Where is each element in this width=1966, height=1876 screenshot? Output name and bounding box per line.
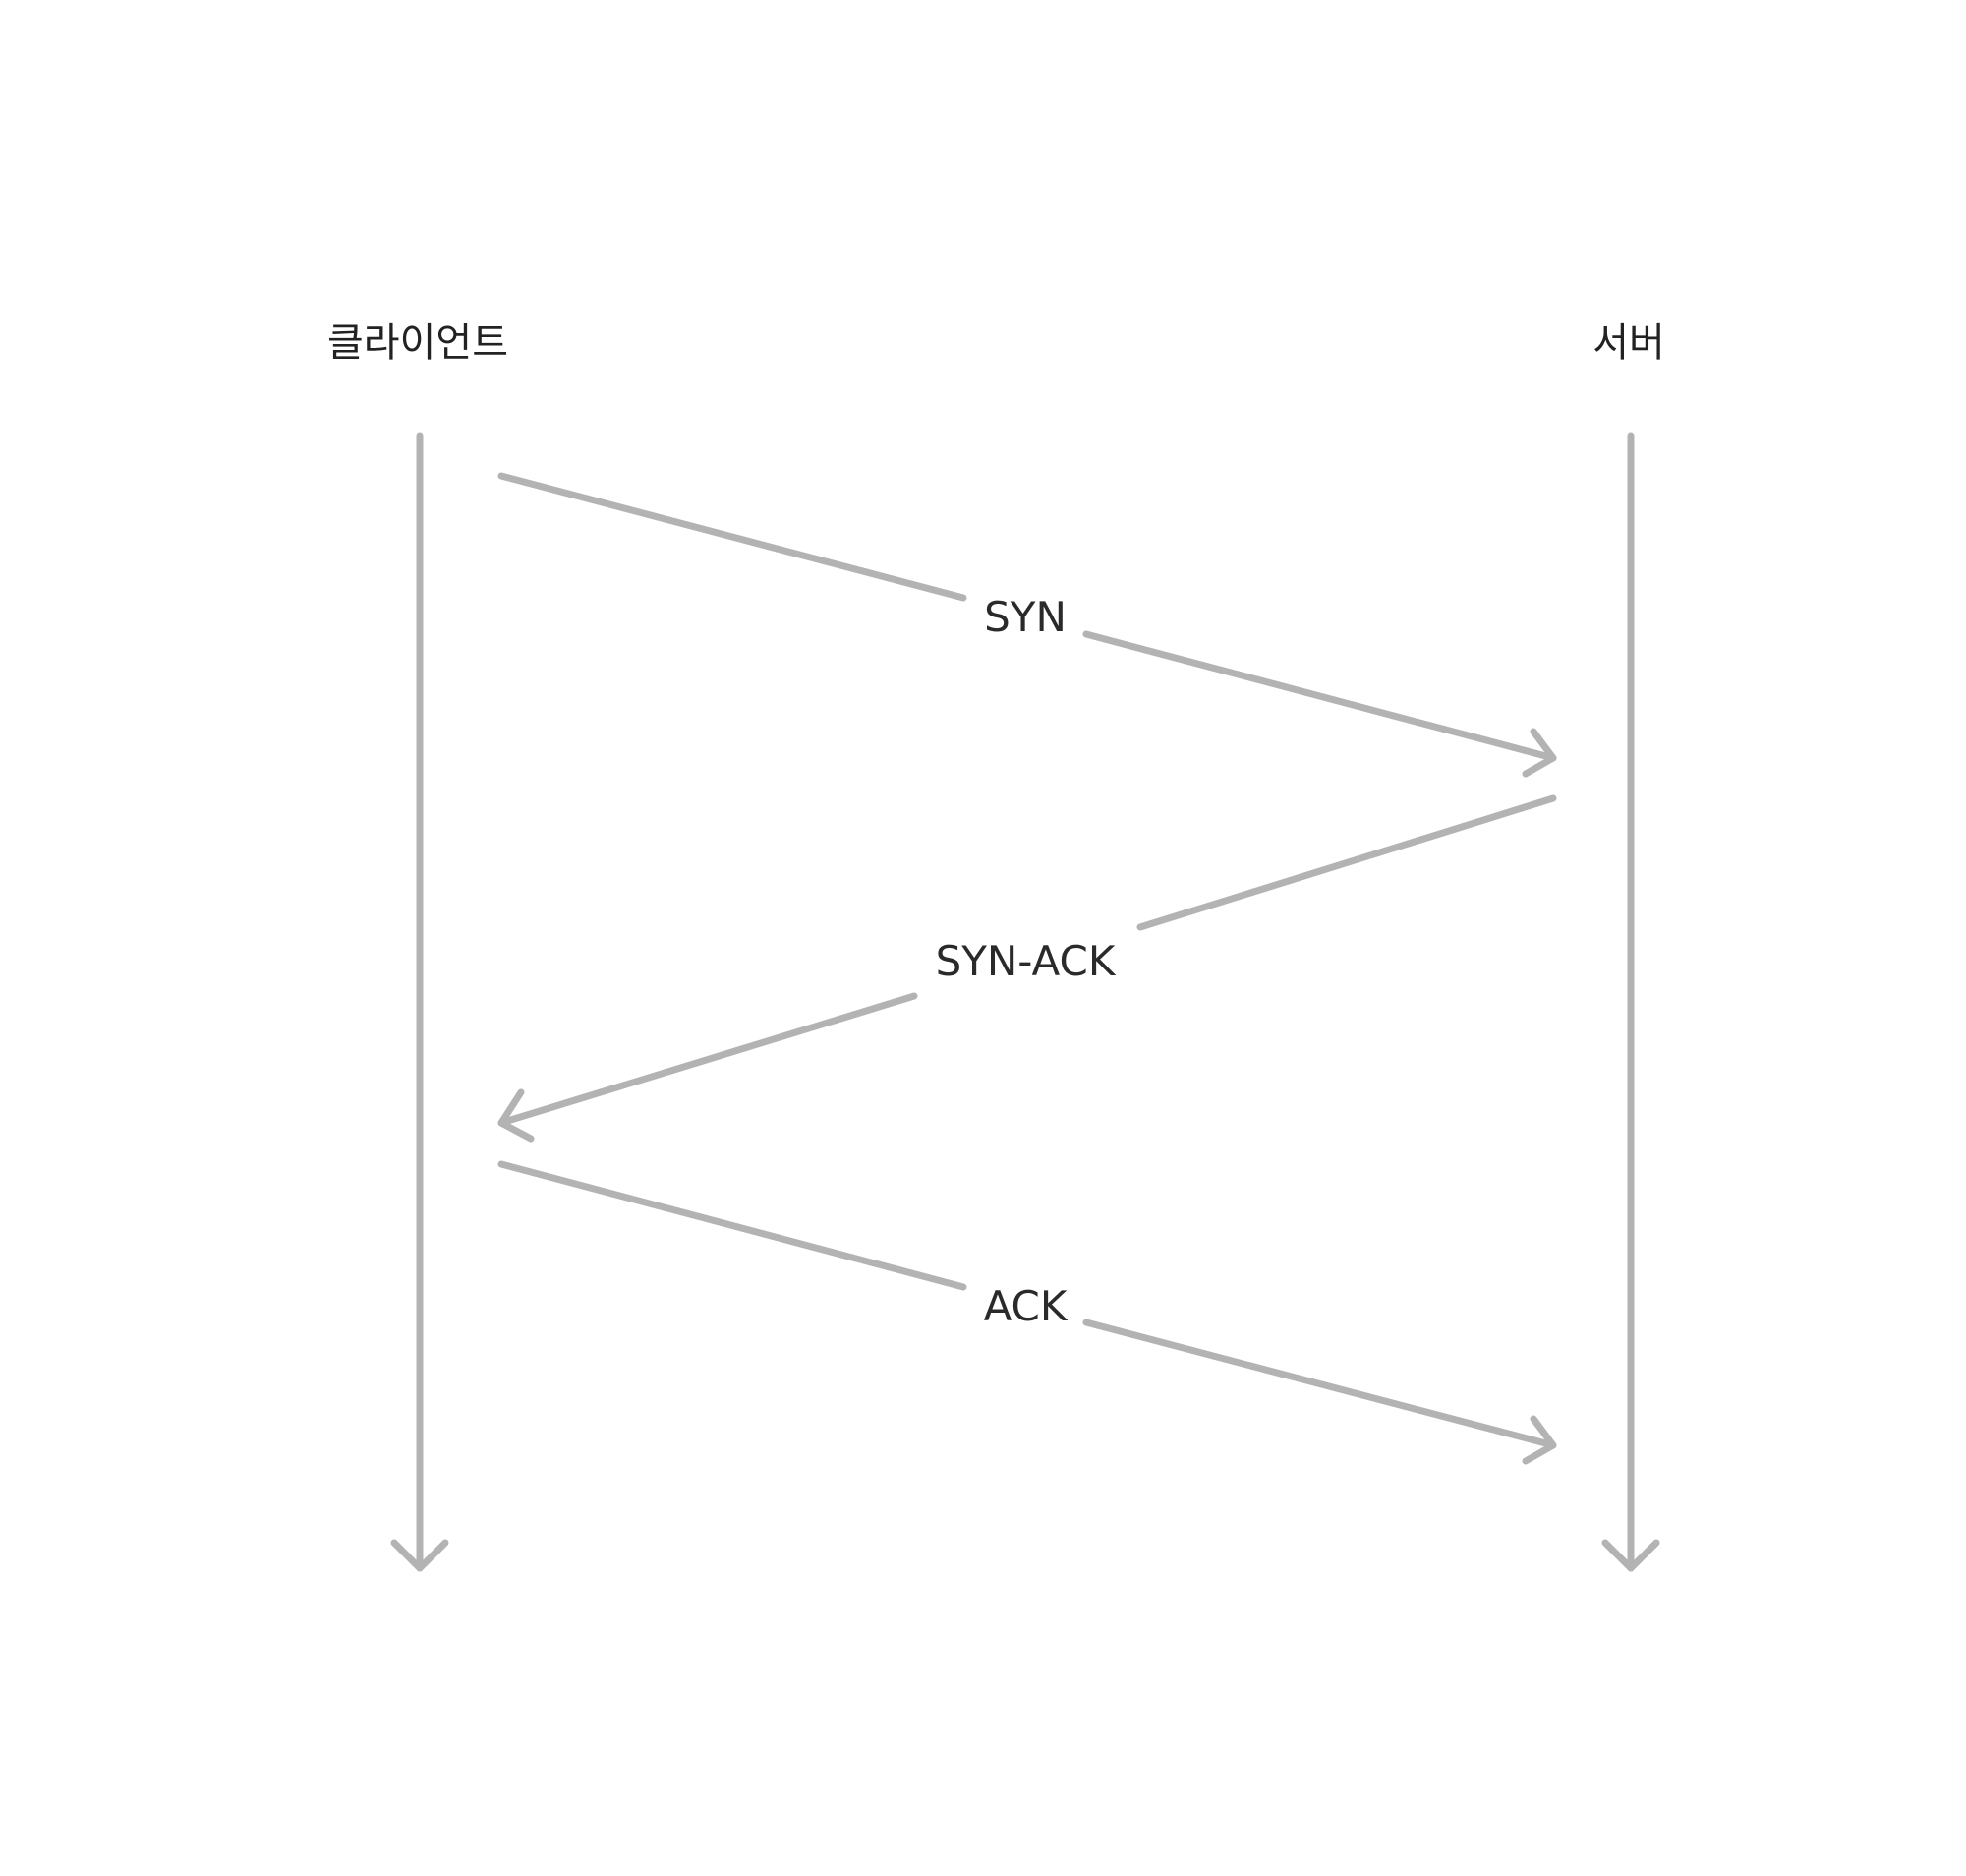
participant-label-client: 클라이언트 [327,321,508,366]
ack-arrowhead-icon [1522,1415,1557,1465]
message-label-syn-ack: SYN-ACK [936,937,1117,985]
message-label-syn: SYN [984,593,1067,641]
message-label-ack: ACK [984,1282,1069,1330]
message-syn: SYN [497,472,1557,778]
syn-ack-arrowhead-icon [497,1088,535,1143]
server-lifeline-arrowhead-icon [1601,1539,1660,1572]
client-lifeline [390,432,449,1572]
client-lifeline-arrowhead-icon [390,1539,449,1572]
syn-arrowhead-icon [1522,728,1557,778]
participant-label-server: 서버 [1592,321,1665,366]
server-lifeline [1601,432,1660,1572]
message-syn-ack: SYN-ACK [497,794,1557,1143]
message-ack: ACK [497,1160,1557,1465]
